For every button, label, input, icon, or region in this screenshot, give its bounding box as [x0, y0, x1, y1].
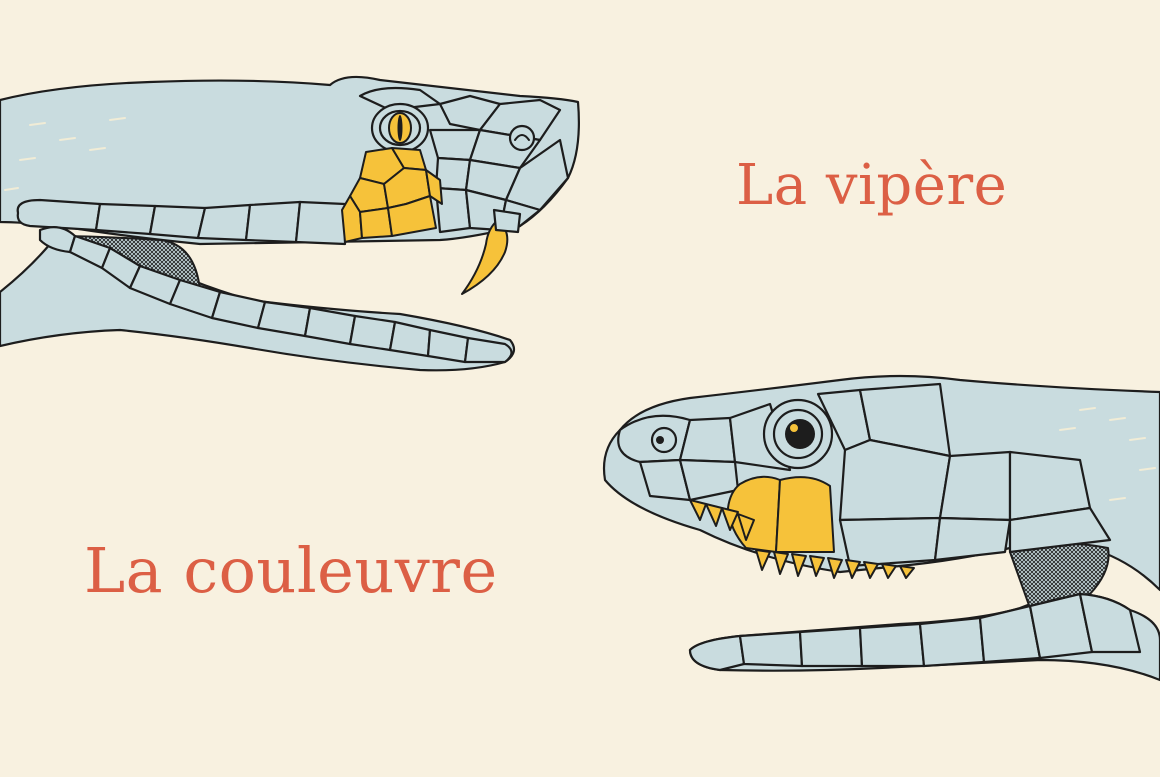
viper-head-illustration [0, 75, 580, 372]
viper-eye-icon [370, 102, 430, 154]
grass-snake-head-illustration [602, 374, 1160, 682]
viper-lip-scales [16, 198, 347, 246]
grass-snake-teeth [689, 499, 915, 579]
grass-snake-body-dashes [1059, 407, 1156, 501]
viper-yellow-scales [341, 147, 443, 243]
grass-snake-jaw-scales [688, 592, 1142, 672]
viper-nostril-hole [514, 134, 530, 141]
couleuvre-label: La couleuvre [84, 534, 498, 607]
viper-fang-sheath [492, 208, 522, 234]
viper-fang [461, 219, 509, 295]
grass-snake-yellow-scales [727, 475, 835, 553]
grass-snake-nostril-hole [656, 436, 664, 444]
viper-nostril-icon [508, 124, 536, 152]
viper-head-plates [358, 86, 570, 234]
viper-jaw-scales [38, 225, 513, 364]
viper-label: La vipère [736, 153, 1008, 218]
viper-body-dashes [4, 117, 126, 191]
grass-snake-eye-icon [762, 398, 834, 470]
